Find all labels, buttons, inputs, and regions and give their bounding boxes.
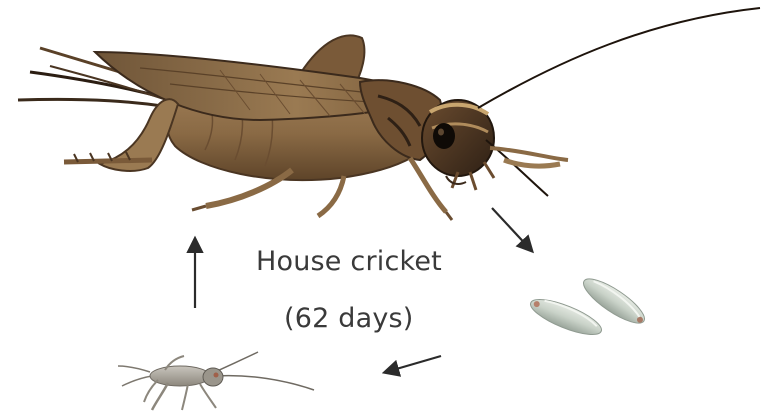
adult-cricket-illustration (18, 8, 760, 220)
arrow-eggs-to-nymph (386, 356, 441, 372)
arrow-adult-to-eggs (492, 208, 531, 250)
cricket-nymph-illustration (118, 352, 314, 410)
cricket-eggs-illustration (527, 272, 650, 342)
cycle-duration: (62 days) (284, 303, 414, 334)
diagram-title: House cricket (256, 246, 442, 277)
